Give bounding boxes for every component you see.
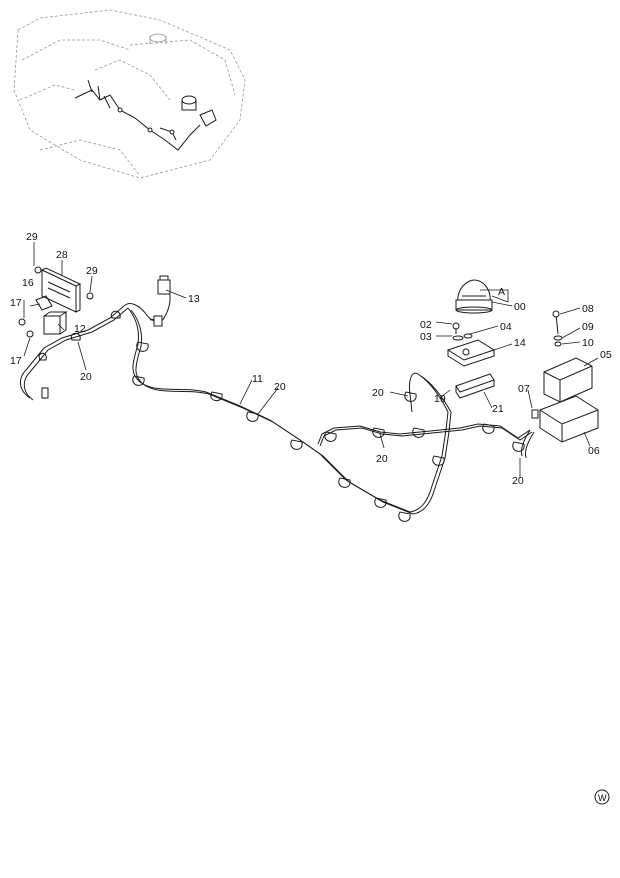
label-05: 05 <box>600 349 612 361</box>
label-20e: 20 <box>512 475 524 487</box>
label-12: 12 <box>74 323 86 335</box>
label-13: 13 <box>188 293 200 305</box>
label-16: 16 <box>22 277 34 289</box>
left-bracket-assembly <box>18 266 94 338</box>
label-00: 00 <box>514 301 526 313</box>
label-11: 11 <box>252 373 263 385</box>
w-logo-mark: W <box>594 789 610 805</box>
label-02: 02 <box>420 319 432 331</box>
label-20c: 20 <box>376 453 388 465</box>
leader-lines <box>23 242 599 478</box>
label-29b: 29 <box>86 265 98 277</box>
label-17b: 17 <box>10 355 22 367</box>
harness-left-branch <box>20 305 129 401</box>
label-20d: 20 <box>372 387 384 399</box>
harness-clips-20 <box>132 341 525 522</box>
label-08: 08 <box>582 303 594 315</box>
right-controller-assembly <box>521 310 599 459</box>
label-14: 14 <box>514 337 526 349</box>
part-number-labels: 29 28 29 16 17 17 12 20 13 11 20 20 20 2… <box>10 231 612 487</box>
label-29a: 29 <box>26 231 38 243</box>
label-10: 10 <box>582 337 594 349</box>
label-20b: 20 <box>274 381 286 393</box>
main-harness-11 <box>127 307 533 515</box>
label-20a: 20 <box>80 371 92 383</box>
label-A: A <box>498 286 505 298</box>
label-04: 04 <box>500 321 512 333</box>
label-28: 28 <box>56 249 68 261</box>
label-21: 21 <box>492 403 504 415</box>
label-03: 03 <box>420 331 432 343</box>
machine-overview-thumbnail <box>13 9 246 179</box>
label-06: 06 <box>588 445 600 457</box>
label-19: 19 <box>434 393 446 405</box>
label-17a: 17 <box>10 297 22 309</box>
label-09: 09 <box>582 321 594 333</box>
beacon-lamp-assembly <box>446 279 496 399</box>
logo-letter: W <box>598 793 607 803</box>
label-07: 07 <box>518 383 530 395</box>
connector-13 <box>123 275 171 327</box>
